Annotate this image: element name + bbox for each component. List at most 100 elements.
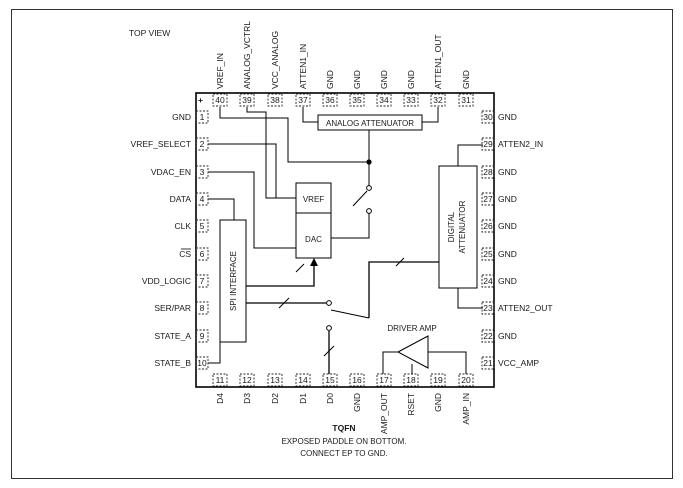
pin-label-atten2-out: ATTEN2_OUT <box>498 303 553 313</box>
bottom-pin-row: 11D412D313D214D115D016GND17AMP_OUT18RSET… <box>212 373 474 434</box>
pin-label-d0: D0 <box>325 393 335 404</box>
pin-label-gnd: GND <box>379 70 389 89</box>
pin-number-12: 12 <box>242 375 252 385</box>
pin-box-16 <box>349 373 365 387</box>
pin-label-d1: D1 <box>298 393 308 404</box>
pin-label-atten1-out: ATTEN1_OUT <box>433 34 443 89</box>
pin-number-29: 29 <box>483 139 493 149</box>
pin-label-gnd: GND <box>352 70 362 89</box>
digital-attenuator-label-2: ATTENUATOR <box>458 200 467 253</box>
pin-label-gnd: GND <box>498 276 517 286</box>
pin-number-20: 20 <box>461 375 471 385</box>
pin-box-38 <box>267 93 283 107</box>
pin-label-gnd: GND <box>325 70 335 89</box>
pin-label-cs: CS <box>179 249 191 259</box>
pin-label-gnd: GND <box>352 393 362 412</box>
pin-number-28: 28 <box>483 167 493 177</box>
spi-interface-label: SPI INTERFACE <box>229 251 238 311</box>
package-name: TQFN <box>332 423 355 433</box>
vref-block <box>295 182 332 214</box>
pin-number-40: 40 <box>215 95 225 105</box>
pin-label-state-a: STATE_A <box>154 331 191 341</box>
pin-number-4: 4 <box>200 194 205 204</box>
pin-number-31: 31 <box>461 95 471 105</box>
pin-number-35: 35 <box>352 95 362 105</box>
pin-box-17 <box>376 373 392 387</box>
pin-label-gnd: GND <box>498 221 517 231</box>
pin-label-atten1-in: ATTEN1_IN <box>298 44 308 89</box>
pin-box-39 <box>239 93 255 107</box>
dac-label: DAC <box>305 235 322 244</box>
pin-box-30 <box>481 110 495 124</box>
footnote-line-2: CONNECT EP TO GND. <box>300 449 387 458</box>
pin-box-5 <box>195 219 209 233</box>
pin-label-gnd: GND <box>433 393 443 412</box>
pin-label-state-b: STATE_B <box>154 358 191 368</box>
pin-box-24 <box>481 274 495 288</box>
pin-number-14: 14 <box>298 375 308 385</box>
pin-label-rset: RSET <box>406 393 416 416</box>
pin-number-23: 23 <box>483 303 493 313</box>
pin-number-9: 9 <box>200 331 205 341</box>
pin-label-gnd: GND <box>498 331 517 341</box>
pin-number-15: 15 <box>325 375 335 385</box>
pin-number-34: 34 <box>379 95 389 105</box>
vref-label: VREF <box>303 195 324 204</box>
pin-label-clk: CLK <box>174 221 191 231</box>
pin-number-19: 19 <box>433 375 443 385</box>
pin-box-27 <box>481 192 495 206</box>
pin-number-36: 36 <box>325 95 335 105</box>
pin-box-28 <box>481 165 495 179</box>
footnote-line-1: EXPOSED PADDLE ON BOTTOM. <box>281 437 406 446</box>
pin-label-gnd: GND <box>498 112 517 122</box>
driver-amp-symbol <box>396 335 429 369</box>
pin-box-34 <box>376 93 392 107</box>
pin-box-26 <box>481 219 495 233</box>
pin-label-vref-in: VREF_IN <box>215 53 225 89</box>
pin-number-2: 2 <box>200 139 205 149</box>
pin-number-39: 39 <box>242 95 252 105</box>
pin-box-21 <box>481 356 495 370</box>
pin-box-1 <box>195 110 209 124</box>
pin-box-25 <box>481 247 495 261</box>
pin-box-31 <box>458 93 474 107</box>
pin-box-7 <box>195 274 209 288</box>
pin-number-33: 33 <box>406 95 416 105</box>
pin-box-8 <box>195 301 209 315</box>
pin-number-16: 16 <box>352 375 362 385</box>
pin-label-d4: D4 <box>215 393 225 404</box>
pin-label-atten2-in: ATTEN2_IN <box>498 139 543 149</box>
pin-label-d3: D3 <box>242 393 252 404</box>
pin-label-vdd-logic: VDD_LOGIC <box>142 276 191 286</box>
pin-box-37 <box>295 93 311 107</box>
digital-attenuator-block <box>438 165 478 289</box>
pin-box-11 <box>212 373 228 387</box>
pin-box-6 <box>195 247 209 261</box>
pin-label-analog-vctrl: ANALOG_VCTRL <box>242 21 252 89</box>
pin1-marker: + <box>198 95 203 105</box>
pin-box-14 <box>295 373 311 387</box>
pin-number-18: 18 <box>406 375 416 385</box>
pin-label-gnd: GND <box>498 167 517 177</box>
pin-box-29 <box>481 137 495 151</box>
internal-wiring <box>208 107 483 374</box>
pin-label-d2: D2 <box>270 393 280 404</box>
pin-box-13 <box>267 373 283 387</box>
pin-label-gnd: GND <box>172 112 191 122</box>
pin-label-vcc-amp: VCC_AMP <box>498 358 539 368</box>
pin-box-35 <box>349 93 365 107</box>
pin-label-vref-select: VREF_SELECT <box>131 139 191 149</box>
pin-number-22: 22 <box>483 331 493 341</box>
pin-number-17: 17 <box>379 375 389 385</box>
analog-attenuator-label: ANALOG ATTENUATOR <box>326 119 414 128</box>
pin-box-32 <box>430 93 446 107</box>
pin-label-data: DATA <box>170 194 192 204</box>
digital-attenuator-label-1: DIGITAL <box>447 211 456 242</box>
pin-number-37: 37 <box>298 95 308 105</box>
figure-frame <box>11 9 673 479</box>
spi-interface-block <box>219 219 247 343</box>
pin-label-amp-out: AMP_OUT <box>379 393 389 434</box>
pin-label-gnd: GND <box>406 70 416 89</box>
pin-number-24: 24 <box>483 276 493 286</box>
pin-box-33 <box>403 93 419 107</box>
